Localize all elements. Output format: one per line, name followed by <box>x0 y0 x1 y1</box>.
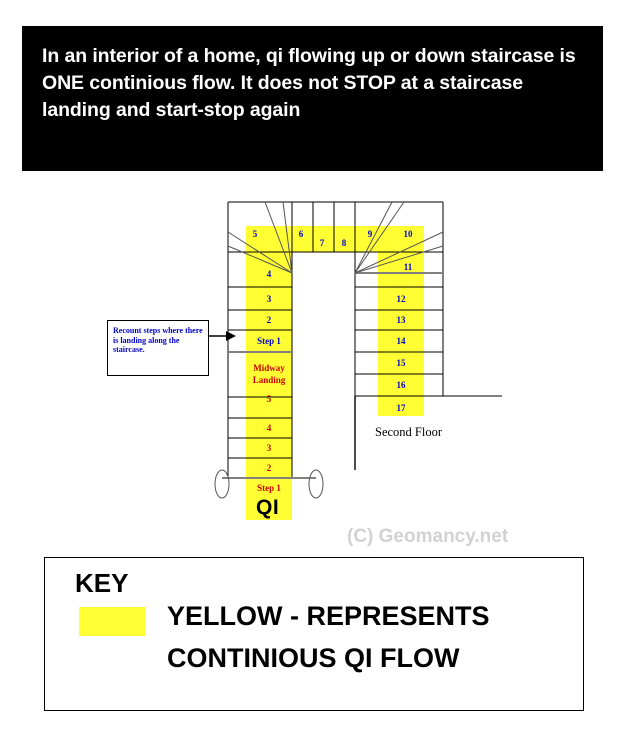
step-label-14: 14 <box>396 336 406 346</box>
title-banner: In an interior of a home, qi flowing up … <box>22 26 603 171</box>
step-label-16: 16 <box>396 380 406 390</box>
newel-post-right-icon <box>308 469 324 499</box>
step-label-2-lower: 2 <box>266 463 272 473</box>
step-label-3-upper: 3 <box>266 294 272 304</box>
step-label-8: 8 <box>341 238 347 248</box>
callout-arrow-icon <box>208 331 236 341</box>
qi-highlight-left-column <box>246 252 292 520</box>
key-legend-line2: CONTINIOUS QI FLOW <box>167 643 460 673</box>
callout-text: Recount steps where there is landing alo… <box>113 326 203 354</box>
title-text: In an interior of a home, qi flowing up … <box>42 45 576 121</box>
key-title: KEY <box>75 568 129 598</box>
step-label-4-upper: 4 <box>266 269 272 279</box>
staircase-gridlines <box>227 201 502 479</box>
second-floor-label: Second Floor <box>375 425 443 439</box>
midway-landing-line2: Landing <box>252 375 286 385</box>
key-legend-box: KEY YELLOW - REPRESENTS CONTINIOUS QI FL… <box>44 557 584 711</box>
midway-landing-line1: Midway <box>253 363 285 373</box>
step-label-17: 17 <box>396 403 406 413</box>
step-label-6: 6 <box>298 229 304 239</box>
copyright-watermark: (C) Geomancy.net <box>347 526 509 547</box>
qi-flow-label: QI <box>256 496 280 519</box>
step-label-10: 10 <box>403 229 413 239</box>
qi-highlight-top-band <box>246 226 424 252</box>
qi-label-highlight <box>254 495 292 520</box>
step-label-12: 12 <box>396 294 406 304</box>
step-label-4-lower: 4 <box>266 423 272 433</box>
step-label-5-upper: 5 <box>252 229 258 239</box>
landing-separator-lines <box>222 272 443 479</box>
step-label-15: 15 <box>396 358 406 368</box>
newel-post-left-icon <box>214 469 230 499</box>
key-legend-line1: YELLOW - REPRESENTS <box>167 601 490 631</box>
winder-diagonal-lines <box>227 201 444 274</box>
step-label-2-upper: 2 <box>266 315 272 325</box>
step-label-13: 13 <box>396 315 406 325</box>
qi-highlight-right-column <box>378 252 424 416</box>
step-label-5-lower: 5 <box>266 394 272 404</box>
step-label-7: 7 <box>319 238 325 248</box>
step-label-1-lower: Step 1 <box>257 483 281 493</box>
step-label-11: 11 <box>403 262 413 272</box>
recount-steps-callout: Recount steps where there is landing alo… <box>107 320 209 376</box>
key-yellow-swatch <box>79 607 145 636</box>
step-label-1-upper: Step 1 <box>257 336 281 346</box>
step-label-9: 9 <box>367 229 373 239</box>
step-label-3-lower: 3 <box>266 443 272 453</box>
